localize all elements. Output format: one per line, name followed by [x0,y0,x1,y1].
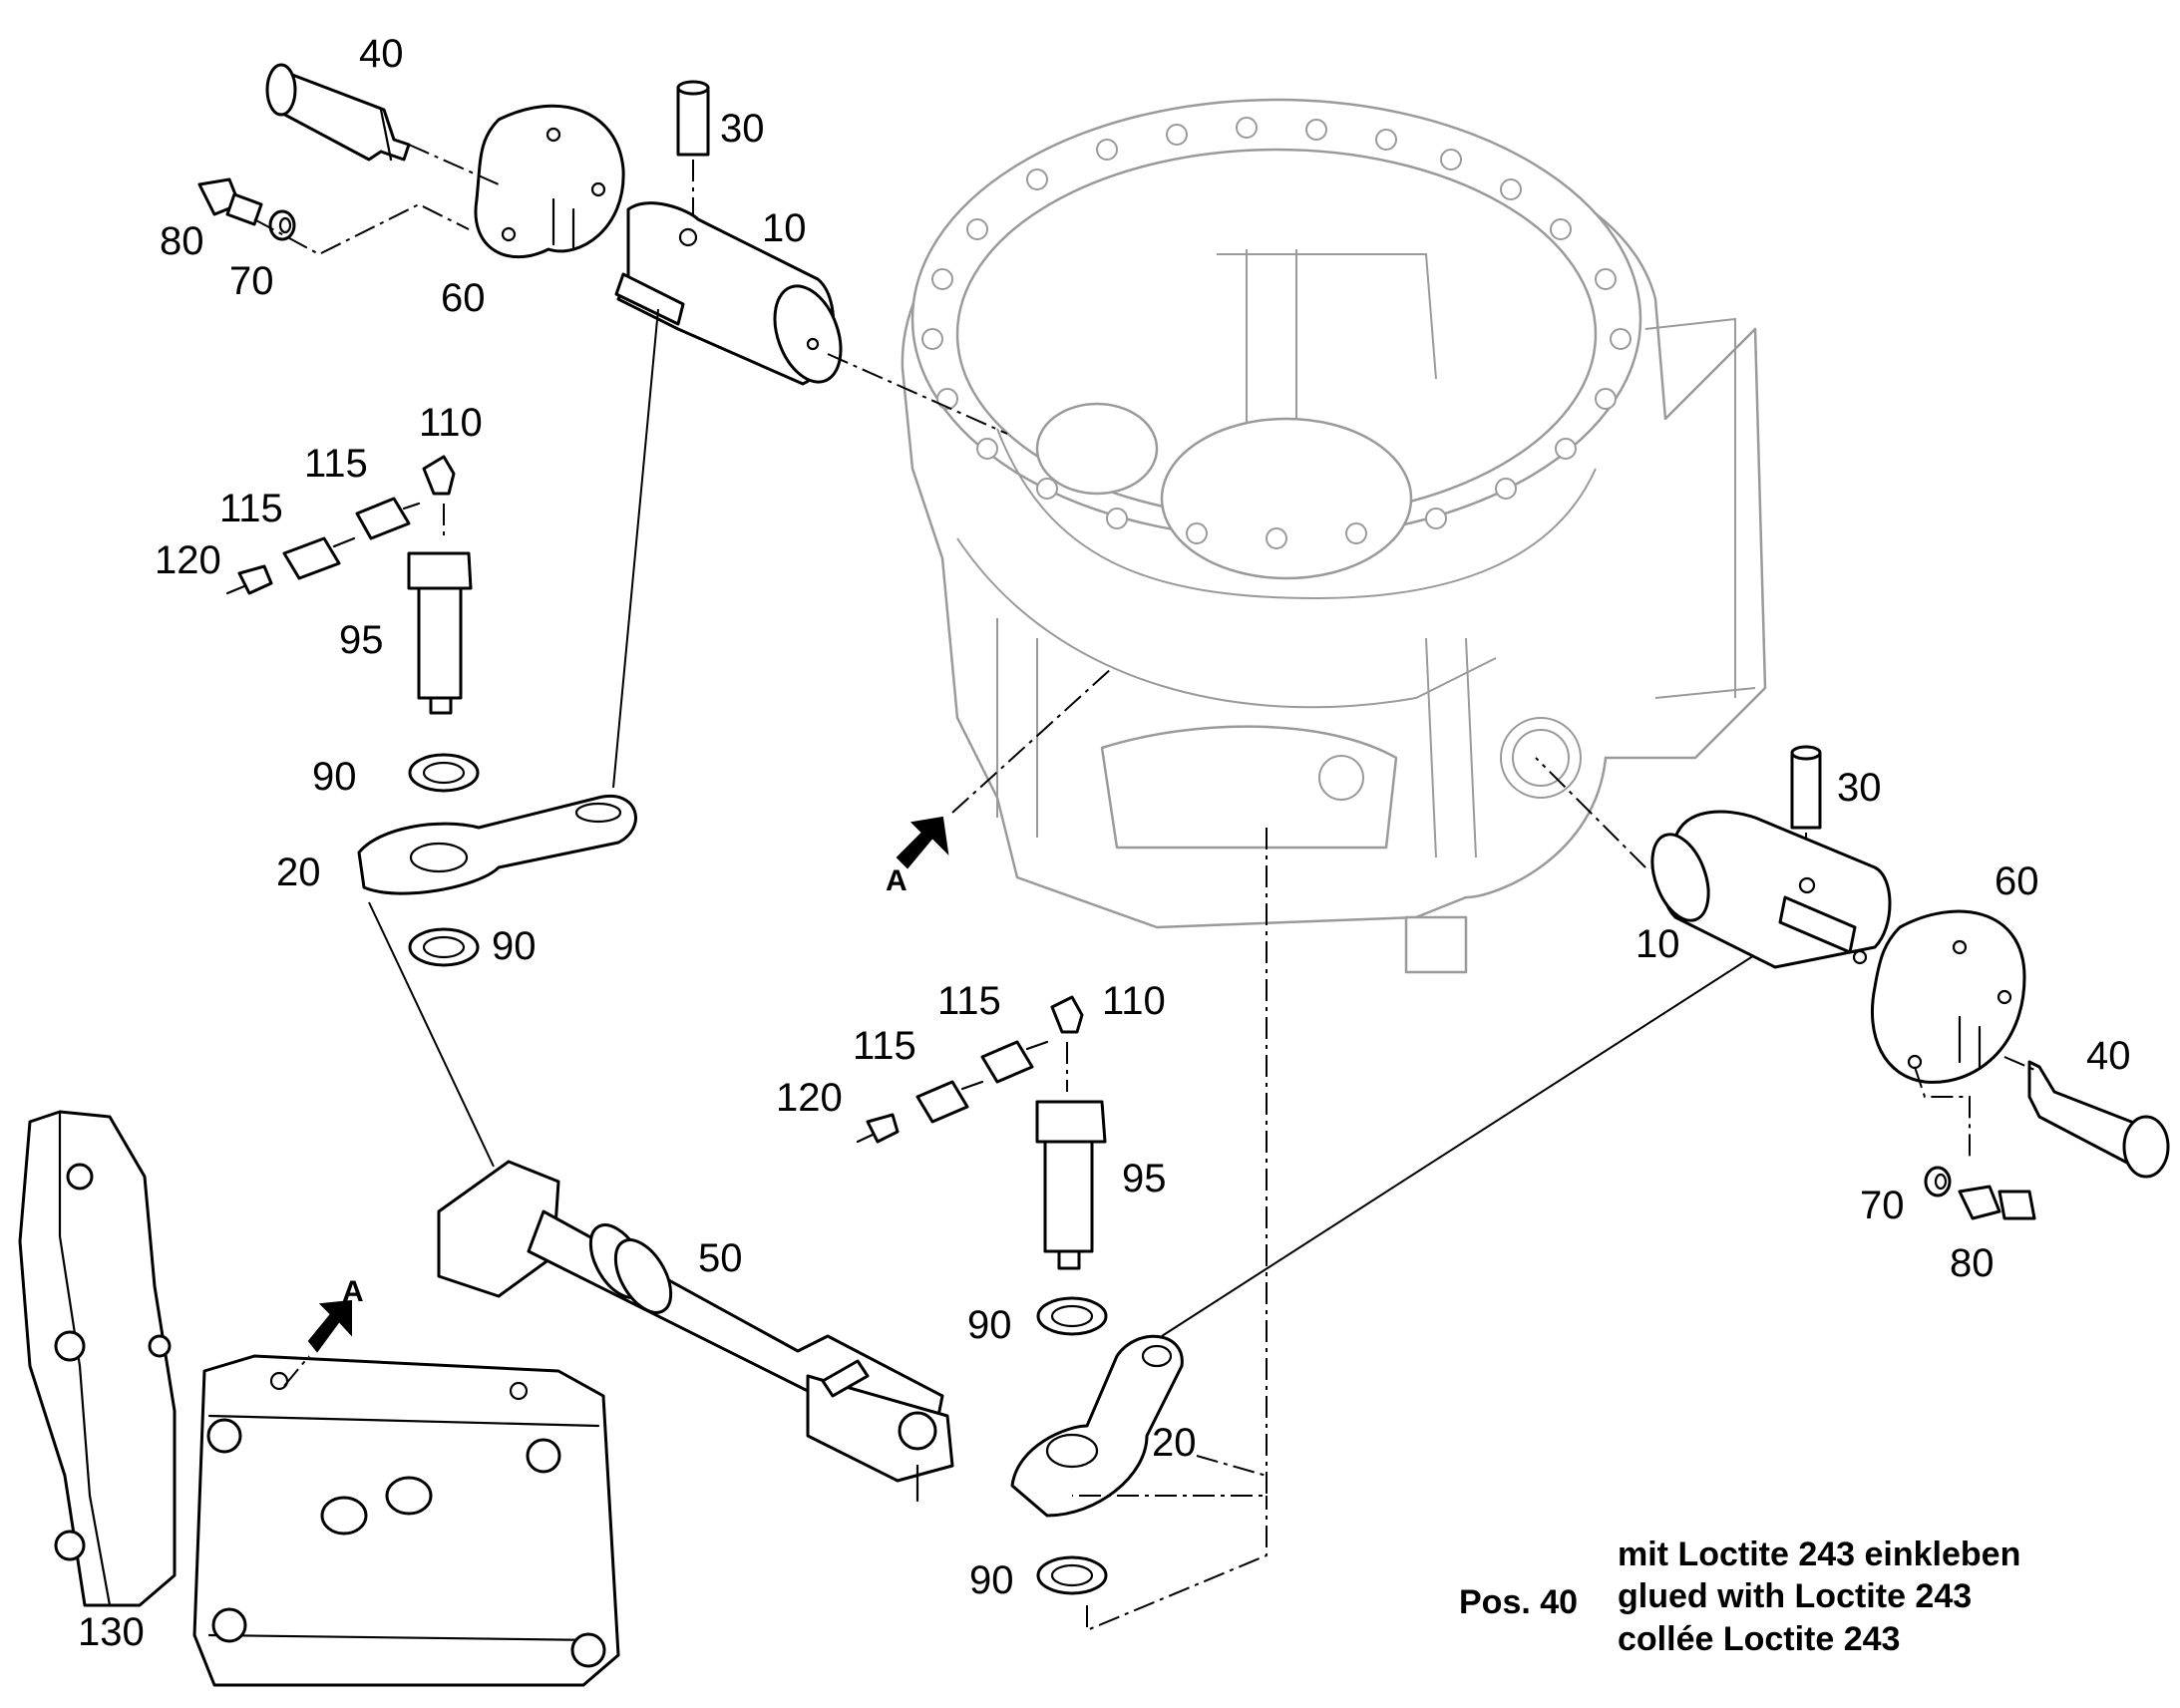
label-pos110-right: 110 [1102,979,1166,1023]
label-pos95-right: 95 [1122,1157,1167,1200]
part-10-shaft-top [614,201,843,386]
label-pos115-c: 115 [937,979,1001,1023]
label-pos95-left: 95 [339,618,384,662]
label-pos40-right: 40 [2086,1034,2131,1078]
assembly-line-center-vertical [1072,828,1268,1632]
assembly-line-right [1914,1056,2040,1162]
assembly-line-shaft-top [827,353,1008,435]
part-80-bolt-top [197,177,263,226]
part-120-nipple-bottom [856,1113,900,1144]
view-marker-a-bottom: A [342,1275,364,1308]
part-90-washer-b [408,927,480,967]
part-90-washer-a [408,753,480,793]
assembly-line-shaft-right [1535,757,1646,868]
label-pos90-a: 90 [312,755,357,799]
part-50-tie-rod [437,1160,954,1503]
label-pos40-top: 40 [359,32,404,76]
label-pos120-right: 120 [776,1076,843,1120]
part-95-cylinder-top [407,551,473,715]
part-90-washer-c [1036,1296,1108,1336]
assembly-line-rod-lever [1196,1455,1268,1477]
label-pos60-right: 60 [1995,859,2039,903]
label-pos115-b: 115 [219,487,283,530]
label-pos50: 50 [698,1236,743,1280]
leader-top-shaft-lever [612,308,659,789]
leader-lever-rod [368,901,495,1168]
label-pos120-left: 120 [155,538,221,582]
leader-lever-right-shaft [1161,931,1791,1337]
label-pos110-left: 110 [419,401,483,445]
part-60-plate-right [1870,909,2026,1084]
axle-housing [901,98,1767,974]
label-pos10-right: 10 [1635,922,1680,966]
label-pos20-left: 20 [276,851,321,894]
note-line-en: glued with Loctite 243 [1618,1577,1972,1615]
part-115-adapter-bottom-b [915,1080,984,1124]
part-110-fitting-top [422,455,456,496]
part-95-cylinder-bottom [1035,1100,1107,1270]
part-110-fitting-bottom [1050,995,1084,1034]
part-20-lever-bottom [1010,1334,1184,1518]
label-pos10-top: 10 [762,206,807,250]
part-20-lever-top [357,794,637,895]
note-line-de: mit Loctite 243 einkleben [1618,1536,2020,1573]
part-30-pin-top [676,80,710,157]
view-arrow-a-top: A [886,667,1113,897]
part-70-washer-right [1924,1166,1952,1197]
label-pos115-d: 115 [853,1024,916,1068]
label-pos115-a: 115 [304,442,368,486]
label-pos70-top: 70 [229,259,274,303]
part-40-pin-top [265,63,411,162]
part-130-bracket [18,1110,620,1687]
part-40-pin-right [2027,1060,2170,1179]
label-pos30-top: 30 [720,107,765,151]
label-pos130: 130 [78,1610,145,1654]
label-pos80-right: 80 [1950,1241,1995,1285]
part-115-adapter-top-b [282,536,356,580]
flange-bolt-holes [921,117,1632,549]
position-labels: 40 30 10 80 70 60 110 115 115 120 95 90 … [78,32,2131,1654]
view-arrow-a-bottom: A [283,1275,364,1387]
label-pos70-right: 70 [1860,1184,1905,1227]
part-115-adapter-bottom-a [980,1040,1049,1084]
label-pos60-top: 60 [441,276,486,320]
label-pos80-top: 80 [160,219,204,263]
part-80-bolt-right [1958,1185,2036,1220]
part-10-shaft-right [1650,810,1892,969]
label-pos90-c: 90 [967,1303,1012,1347]
part-120-nipple-top [225,564,273,595]
label-pos30-right: 30 [1837,766,1882,810]
part-90-washer-d [1036,1555,1108,1595]
part-60-plate-top [474,104,625,259]
label-pos90-b: 90 [492,924,537,968]
note-position: Pos. 40 [1459,1583,1578,1621]
assembly-line-top-left [253,144,500,256]
view-marker-a-top: A [886,864,908,897]
part-115-adapter-top-a [355,497,421,540]
label-pos90-d: 90 [969,1558,1014,1602]
note-line-fr: collée Loctite 243 [1618,1620,1900,1658]
loctite-note: Pos. 40 mit Loctite 243 einkleben glued … [1459,1536,2020,1658]
part-70-washer-top [268,209,296,241]
label-pos20-right: 20 [1152,1421,1197,1465]
part-30-pin-right [1790,745,1822,830]
